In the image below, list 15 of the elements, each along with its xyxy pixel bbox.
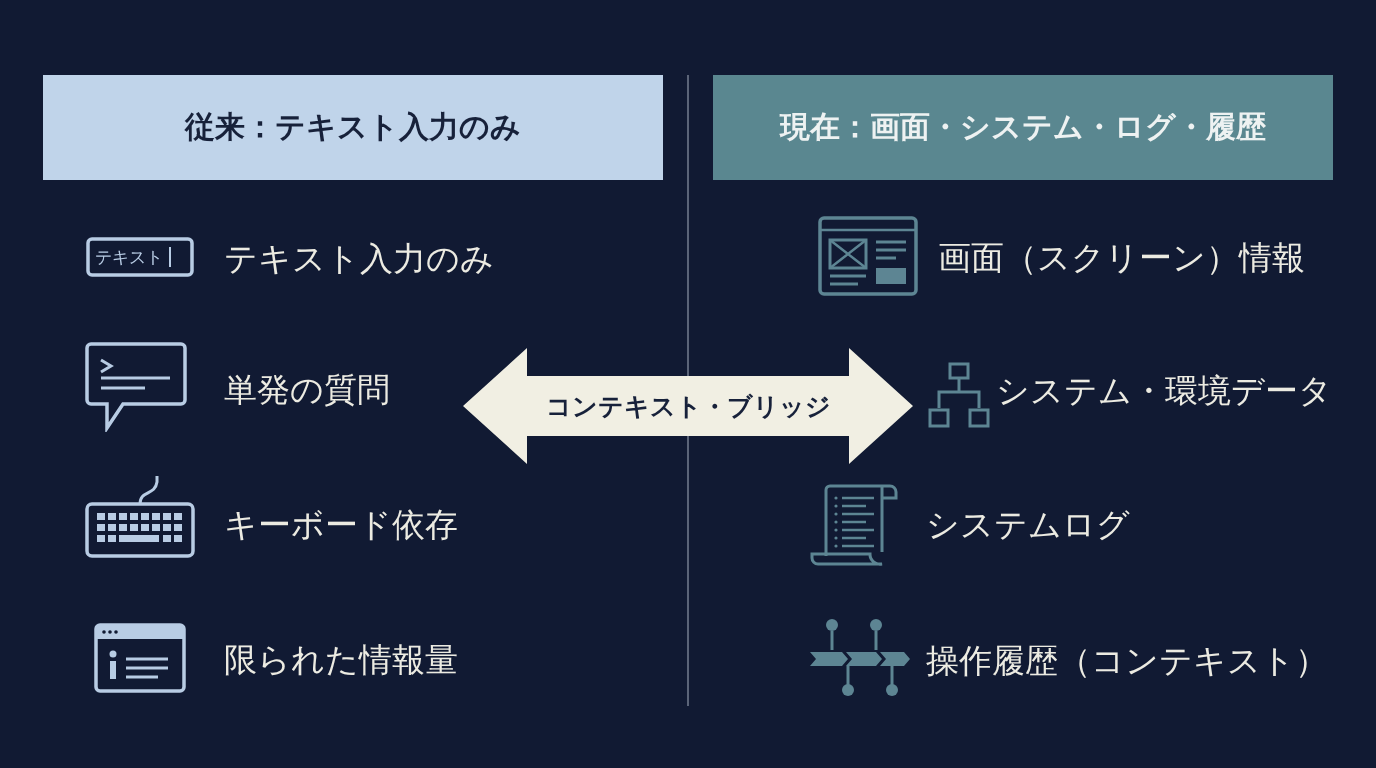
field-text: テキスト: [95, 248, 163, 266]
item-label: 操作履歴（コンテキスト）: [926, 643, 1328, 677]
header-title: 従来：テキスト入力のみ: [185, 108, 521, 146]
item-label: システムログ: [926, 507, 1130, 541]
arrow-label: コンテキスト・ブリッジ: [545, 390, 831, 423]
header-banner: [713, 75, 1333, 180]
item-label: システム・環境データ: [996, 373, 1332, 407]
double-arrow: [463, 348, 913, 464]
header-banner: [43, 75, 663, 180]
item-label: テキスト入力のみ: [224, 241, 494, 275]
item-label: 画面（スクリーン）情報: [938, 240, 1305, 274]
item-label: キーボード依存: [224, 507, 458, 541]
header-title: 現在：画面・システム・ログ・履歴: [780, 108, 1266, 146]
item-label: 限られた情報量: [224, 642, 458, 676]
item-label: 単発の質問: [224, 372, 390, 406]
